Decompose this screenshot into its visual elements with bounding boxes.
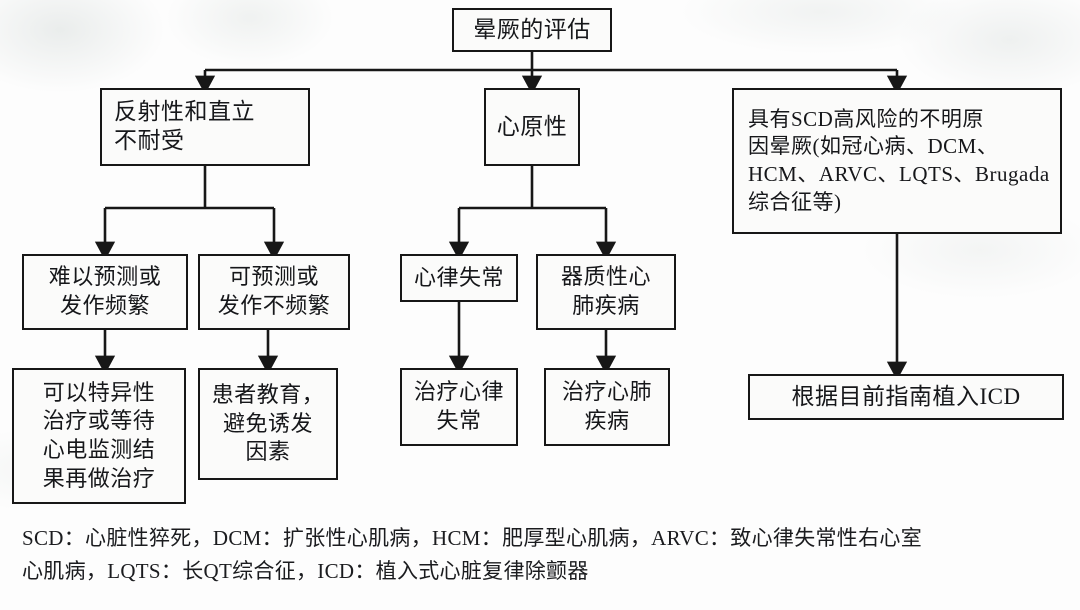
node-cardiac-origin-label: 心原性 [496,113,568,139]
node-treat-arrhythmia-label: 治疗心律 失常 [413,379,504,433]
node-arrhythmia-label: 心律失常 [413,265,504,291]
node-unexplained-syncope-high-scd-risk: 具有SCD高风险的不明原 因晕厥(如冠心病、DCM、 HCM、ARVC、LQTS… [732,88,1062,234]
legend-line-2: 心肌病，LQTS：长QT综合征，ICD：植入式心脏复律除颤器 [22,558,589,583]
node-treat-cardiopulmonary-disease-label: 治疗心肺 疾病 [561,379,652,433]
node-reflex-orthostatic-label: 反射性和直立 不耐受 [114,99,255,153]
node-arrhythmia: 心律失常 [400,254,518,302]
node-reflex-orthostatic: 反射性和直立 不耐受 [100,88,310,166]
node-structural-cardiopulmonary-disease: 器质性心 肺疾病 [536,254,676,330]
node-predictable-or-infrequent: 可预测或 发作不频繁 [198,254,350,330]
node-structural-cardiopulmonary-disease-label: 器质性心 肺疾病 [560,264,651,318]
node-syncope-evaluation: 晕厥的评估 [452,8,612,52]
node-implant-icd-label: 根据目前指南植入ICD [791,383,1021,409]
abbreviation-legend: SCD：心脏性猝死，DCM：扩张性心肌病，HCM：肥厚型心肌病，ARVC：致心律… [22,522,1062,587]
node-treat-cardiopulmonary-disease: 治疗心肺 疾病 [544,368,670,446]
node-predictable-or-infrequent-label: 可预测或 发作不频繁 [217,264,331,318]
node-unpredictable-or-frequent: 难以预测或 发作频繁 [22,254,188,330]
legend-line-1: SCD：心脏性猝死，DCM：扩张性心肌病，HCM：肥厚型心肌病，ARVC：致心律… [22,526,923,550]
node-patient-education-label: 患者教育， 避免诱发 因素 [211,382,325,465]
node-implant-icd: 根据目前指南植入ICD [748,374,1064,420]
node-cardiac-origin: 心原性 [484,88,580,166]
node-patient-education: 患者教育， 避免诱发 因素 [198,368,338,480]
node-treat-arrhythmia: 治疗心律 失常 [400,368,518,446]
node-specific-therapy-or-monitoring: 可以特异性 治疗或等待 心电监测结 果再做治疗 [12,368,186,504]
node-syncope-evaluation-label: 晕厥的评估 [473,16,591,42]
node-specific-therapy-or-monitoring-label: 可以特异性 治疗或等待 心电监测结 果再做治疗 [42,379,156,491]
node-unexplained-syncope-high-scd-risk-label: 具有SCD高风险的不明原 因晕厥(如冠心病、DCM、 HCM、ARVC、LQTS… [748,106,1050,214]
node-unpredictable-or-frequent-label: 难以预测或 发作频繁 [48,264,162,318]
